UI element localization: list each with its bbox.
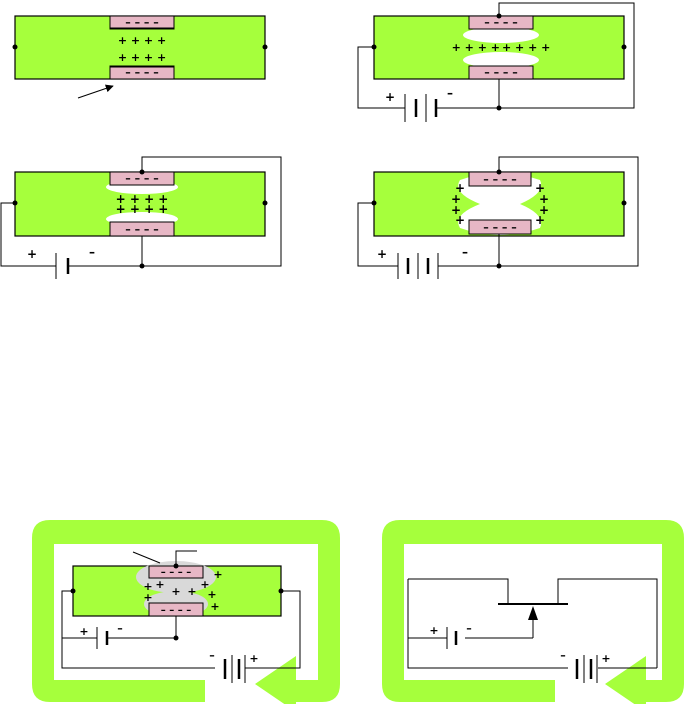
- battery-plus: +: [385, 90, 395, 104]
- gate-bottom-charge: – – – –: [125, 223, 159, 236]
- channel-charge-row2: + + + +: [118, 51, 166, 64]
- battery-plus: +: [377, 247, 387, 261]
- svg-text:+: +: [187, 585, 196, 598]
- panel-pinch-off: – – – – – – – – + + + + + + + + + –: [357, 156, 639, 279]
- channel-charges: + + + + + + + +: [451, 181, 549, 227]
- battery-icon: [96, 627, 109, 649]
- current-arrow-icon: [32, 520, 340, 704]
- supply-battery-plus: +: [601, 652, 610, 665]
- current-arrow-icon: [382, 520, 684, 704]
- gate-bottom-charge: – – – –: [484, 66, 518, 79]
- battery-minus: –: [89, 245, 95, 259]
- battery-icon: [404, 94, 438, 122]
- panel-flow-schematic: + – – +: [382, 520, 684, 704]
- svg-text:+: +: [155, 578, 164, 591]
- svg-text:+: +: [143, 591, 152, 604]
- gate-top: [109, 15, 175, 30]
- battery-plus: +: [27, 247, 37, 261]
- svg-text:+: +: [535, 181, 545, 195]
- svg-text:+: +: [539, 192, 549, 206]
- svg-text:+: +: [200, 578, 209, 591]
- gate-top-charge: – – – –: [484, 16, 518, 29]
- gate-top-charge: – – – –: [125, 172, 159, 185]
- svg-text:+: +: [207, 588, 216, 601]
- battery-icon: [55, 253, 70, 279]
- panel-medium-bias: – – – – – – – – + + + + + + + + + –: [0, 156, 282, 279]
- supply-battery-plus: +: [249, 652, 258, 665]
- gate-battery-plus: +: [79, 625, 88, 638]
- jfet-symbol-icon: [408, 578, 658, 668]
- pointer-arrow: [77, 84, 114, 99]
- gate-bottom-charge: – – – –: [161, 605, 191, 616]
- gate-bottom: [109, 65, 175, 80]
- supply-battery-minus: –: [560, 649, 566, 662]
- svg-text:+: +: [535, 213, 545, 227]
- svg-text:+: +: [539, 203, 549, 217]
- depletion-top: [463, 27, 539, 43]
- svg-text:+: +: [455, 181, 465, 195]
- svg-text:+: +: [143, 580, 152, 593]
- gate-bottom: [468, 65, 534, 80]
- svg-text:+: +: [213, 568, 222, 581]
- gate-bottom-charge: – – – –: [125, 66, 159, 79]
- pointer-line: [132, 551, 161, 564]
- panel-small-bias: – – – – – – – – + + + ++ + + + + –: [357, 2, 635, 122]
- supply-battery-minus: –: [209, 649, 215, 662]
- gate-top-charge: – – – –: [483, 173, 517, 186]
- channel-charge-row2: + + + +: [116, 202, 169, 216]
- battery-icon: [575, 655, 598, 683]
- gate-bottom-charge: – – – –: [483, 221, 517, 234]
- channel-charges: + + + + + + + + +: [143, 568, 222, 613]
- battery-icon: [446, 627, 458, 649]
- panel-flow-physical: – – – – – – – – + + + + + + + + + + –: [32, 520, 340, 704]
- depletion-bottom: [463, 52, 539, 68]
- panel-unbiased: – – – – – – – – + + + + + + + +: [12, 15, 268, 99]
- channel-charge: + + + ++ + + +: [452, 41, 551, 54]
- battery-minus: –: [462, 245, 468, 259]
- gate-battery-minus: –: [466, 622, 472, 635]
- battery-minus: –: [447, 86, 453, 100]
- channel-charge-row1: + + + +: [116, 192, 169, 206]
- svg-text:+: +: [451, 203, 461, 217]
- channel-charge-row1: + + + +: [118, 34, 166, 47]
- gate-battery-minus: –: [117, 622, 123, 635]
- gate-bottom: [468, 219, 532, 235]
- gate-top-charge: – – – –: [125, 16, 159, 29]
- gate-top-charge: – – – –: [161, 567, 191, 578]
- svg-text:+: +: [451, 192, 461, 206]
- battery-icon: [223, 655, 246, 683]
- svg-text:+: +: [210, 600, 219, 613]
- battery-icon: [397, 253, 439, 279]
- gate-battery-plus: +: [429, 624, 438, 637]
- svg-text:+: +: [455, 213, 465, 227]
- svg-text:+: +: [171, 585, 180, 598]
